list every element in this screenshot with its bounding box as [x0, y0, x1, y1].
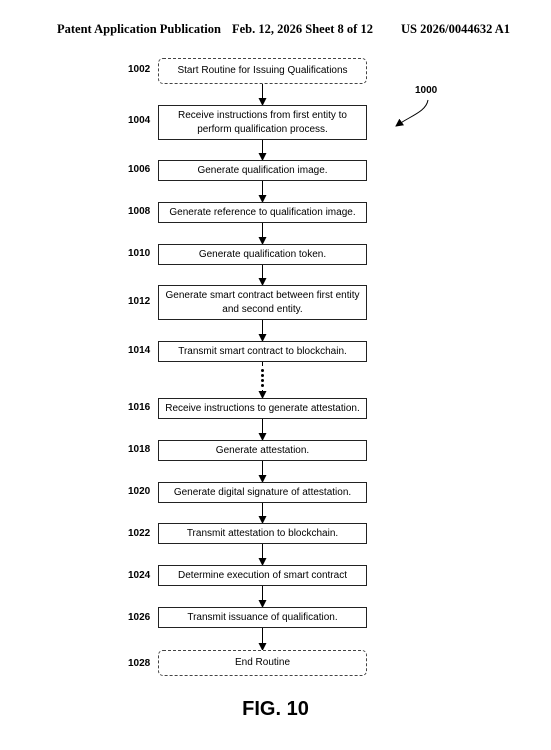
step-1012-box: Generate smart contract between first en…	[158, 285, 367, 320]
publication-type: Patent Application Publication	[57, 22, 221, 36]
step-1024-box: Determine execution of smart contract	[158, 565, 367, 586]
step-1002-id: 1002	[128, 64, 151, 75]
step-1014-id: 1014	[128, 345, 151, 356]
step-1010-id: 1010	[128, 248, 151, 259]
step-1006-id: 1006	[128, 164, 151, 175]
step-1008-id: 1008	[128, 206, 151, 217]
step-1026-id: 1026	[128, 612, 151, 623]
ellipsis-dot-1	[261, 369, 264, 372]
ellipsis-dot-3	[261, 379, 264, 382]
step-1028-id: 1028	[128, 658, 151, 669]
publication-number: US 2026/0044632 A1	[401, 22, 511, 36]
step-1012-id: 1012	[128, 296, 151, 307]
step-1002-start: Start Routine for Issuing Qualifications	[158, 58, 367, 84]
step-1018-id: 1018	[128, 444, 151, 455]
step-1018-box: Generate attestation.	[158, 440, 367, 461]
step-1010-box: Generate qualification token.	[158, 244, 367, 265]
figure-label: FIG. 10	[242, 698, 309, 720]
step-1004-box: Receive instructions from first entity t…	[158, 105, 367, 140]
figure-ref-number: 1000	[415, 85, 438, 96]
step-1026-box: Transmit issuance of qualification.	[158, 607, 367, 628]
step-1016-id: 1016	[128, 402, 151, 413]
step-1022-id: 1022	[128, 528, 151, 539]
step-1020-id: 1020	[128, 486, 151, 497]
step-1004-id: 1004	[128, 115, 151, 126]
step-1008-box: Generate reference to qualification imag…	[158, 202, 367, 223]
ellipsis-dot-2	[261, 374, 264, 377]
figure-ref-arrow	[395, 99, 429, 127]
ellipsis-dot-4	[261, 384, 264, 387]
step-1020-box: Generate digital signature of attestatio…	[158, 482, 367, 503]
step-1014-box: Transmit smart contract to blockchain.	[158, 341, 367, 362]
step-1006-box: Generate qualification image.	[158, 160, 367, 181]
step-1028-end: End Routine	[158, 650, 367, 676]
step-1016-box: Receive instructions to generate attesta…	[158, 398, 367, 419]
publication-date-sheet: Feb. 12, 2026 Sheet 8 of 12	[232, 22, 373, 36]
step-1022-box: Transmit attestation to blockchain.	[158, 523, 367, 544]
step-1024-id: 1024	[128, 570, 151, 581]
